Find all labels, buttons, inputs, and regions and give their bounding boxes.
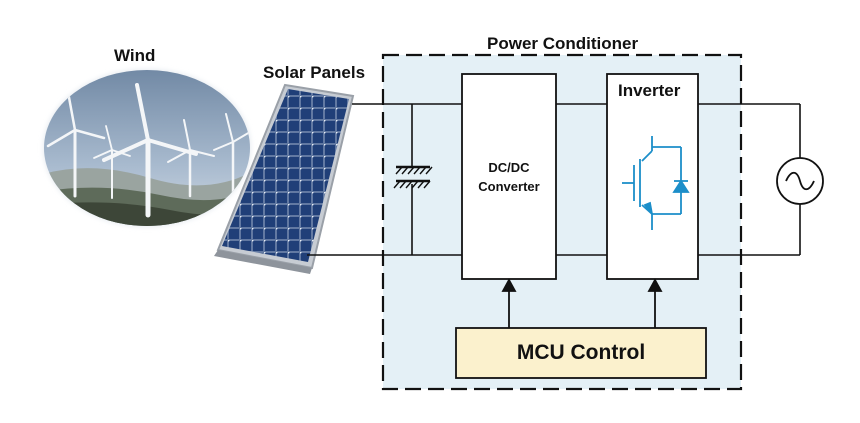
solar-panel-icon xyxy=(214,83,355,274)
wind-label: Wind xyxy=(114,46,156,65)
dcdc-label-line2: Converter xyxy=(478,179,540,194)
mcu-control-label: MCU Control xyxy=(516,341,646,364)
igbt-transistor-icon xyxy=(622,136,690,230)
mcu-control-block xyxy=(455,327,707,379)
inverter-block xyxy=(606,73,699,280)
control-arrows xyxy=(501,278,663,328)
capacitor-icon xyxy=(393,165,433,189)
dcdc-converter-label: DC/DC Converter xyxy=(462,158,556,196)
power-conditioner-label: Power Conditioner xyxy=(487,34,639,53)
circuit-wiring xyxy=(307,103,801,256)
inverter-label: Inverter xyxy=(618,81,681,100)
ac-source-icon xyxy=(776,157,824,205)
solar-panels-label: Solar Panels xyxy=(263,63,366,82)
wind-turbines-icon xyxy=(44,70,250,226)
dcdc-label-line1: DC/DC xyxy=(488,160,530,175)
dcdc-converter-block xyxy=(461,73,557,280)
